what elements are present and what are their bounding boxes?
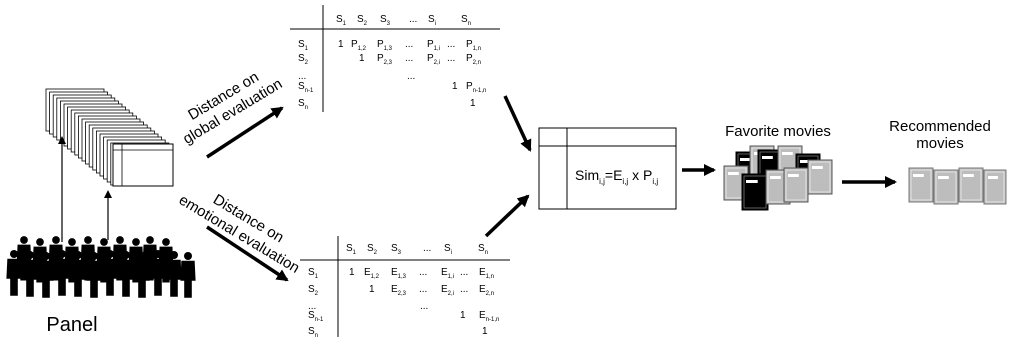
- matrix-col-header: S3: [380, 14, 391, 27]
- matrix-row-header: ...: [308, 301, 316, 312]
- matrix-col-header: S2: [357, 14, 368, 27]
- matrix-row-header: S1: [298, 39, 309, 52]
- matrix-cell: 1: [460, 310, 466, 321]
- matrix-col-header: Si: [428, 14, 436, 27]
- matrix-cell: En-1,n: [479, 310, 499, 323]
- matrix-cell: 1: [359, 53, 365, 64]
- panel-crowd-icon: [6, 236, 196, 298]
- matrix-row-header: Sn-1: [298, 81, 314, 94]
- matrix-row-header: ...: [298, 71, 306, 82]
- matrix-cell: ...: [405, 39, 413, 50]
- matrix-col-header: S2: [367, 243, 378, 256]
- matrix-cell: ...: [419, 267, 427, 278]
- favorite-movies-label: Favorite movies: [725, 123, 831, 140]
- emotional-evaluation-arrow: [206, 225, 289, 282]
- recommended-movies-label-line1: Recommended: [889, 118, 991, 135]
- matrix-cell: 1: [482, 326, 488, 337]
- matrix-col-header: Si: [444, 243, 452, 256]
- matrix-cell: ...: [419, 284, 427, 295]
- global-evaluation-arrow: [206, 106, 284, 159]
- matrix-cell: ...: [460, 284, 468, 295]
- matrix-row-header: Sn: [298, 98, 308, 111]
- matrix-col-header: S3: [391, 243, 402, 256]
- recommended-movies-icon: [908, 167, 1007, 205]
- matrix-row-header: Sn: [308, 326, 318, 339]
- matrix-cell: P1,3: [377, 39, 393, 52]
- matrix-col-header: Sn: [461, 14, 471, 27]
- matrix-cell: P1,n: [466, 39, 481, 52]
- matrix-col-header: S1: [346, 243, 357, 256]
- emotional-to-similarity-arrow: [484, 194, 530, 238]
- matrix-cell: E2,i: [441, 284, 454, 297]
- recommended-movies-label-line2: movies: [916, 135, 964, 152]
- matrix-cell: E2,3: [391, 284, 407, 297]
- matrix-cell: 1: [452, 81, 458, 92]
- matrix-cell: ...: [447, 39, 455, 50]
- matrix-cell: P2,n: [466, 53, 481, 66]
- emotional-evaluation-label: Distance on emotional evaluation: [176, 191, 303, 277]
- matrix-row-header: Sn-1: [308, 310, 324, 323]
- global-to-similarity-arrow: [503, 95, 532, 152]
- matrix-cell: ...: [407, 71, 415, 82]
- matrix-cell: ...: [420, 301, 428, 312]
- matrix-cell: E1,i: [441, 267, 454, 280]
- matrix-cell: ...: [447, 53, 455, 64]
- matrix-row-header: S2: [308, 284, 319, 297]
- matrix-cell: P2,3: [377, 53, 393, 66]
- questionnaire-stack-icon: [45, 88, 174, 187]
- matrix-cell: 1: [349, 267, 355, 278]
- matrix-col-header: ...: [423, 243, 431, 254]
- matrix-cell: 1: [470, 98, 476, 109]
- matrix-row-header: S1: [308, 267, 319, 280]
- matrix-col-header: S1: [336, 14, 347, 27]
- matrix-cell: P2,i: [427, 53, 440, 66]
- matrix-cell: ...: [405, 53, 413, 64]
- favorite-movies-icon: [723, 145, 833, 211]
- matrix-cell: 1: [338, 39, 344, 50]
- matrix-cell: P1,2: [351, 39, 367, 52]
- matrix-col-header: ...: [409, 14, 417, 25]
- similarity-matrix-box: Simi,j=Ei,j x Pi,j: [538, 127, 677, 210]
- matrix-cell: E1,n: [479, 267, 494, 280]
- matrix-cell: 1: [369, 284, 375, 295]
- matrix-cell: ...: [460, 267, 468, 278]
- matrix-cell: Pn-1,n: [466, 81, 486, 94]
- matrix-col-header: Sn: [478, 243, 488, 256]
- matrix-cell: E2,n: [479, 284, 494, 297]
- matrix-cell: P1,i: [427, 39, 440, 52]
- matrix-row-header: S2: [298, 53, 309, 66]
- similarity-formula: Simi,j=Ei,j x Pi,j: [575, 167, 658, 186]
- panel-label: Panel: [46, 314, 97, 336]
- matrix-cell: E1,2: [364, 267, 380, 280]
- matrix-cell: E1,3: [391, 267, 407, 280]
- global-evaluation-label: Distance on global evaluation: [180, 68, 285, 147]
